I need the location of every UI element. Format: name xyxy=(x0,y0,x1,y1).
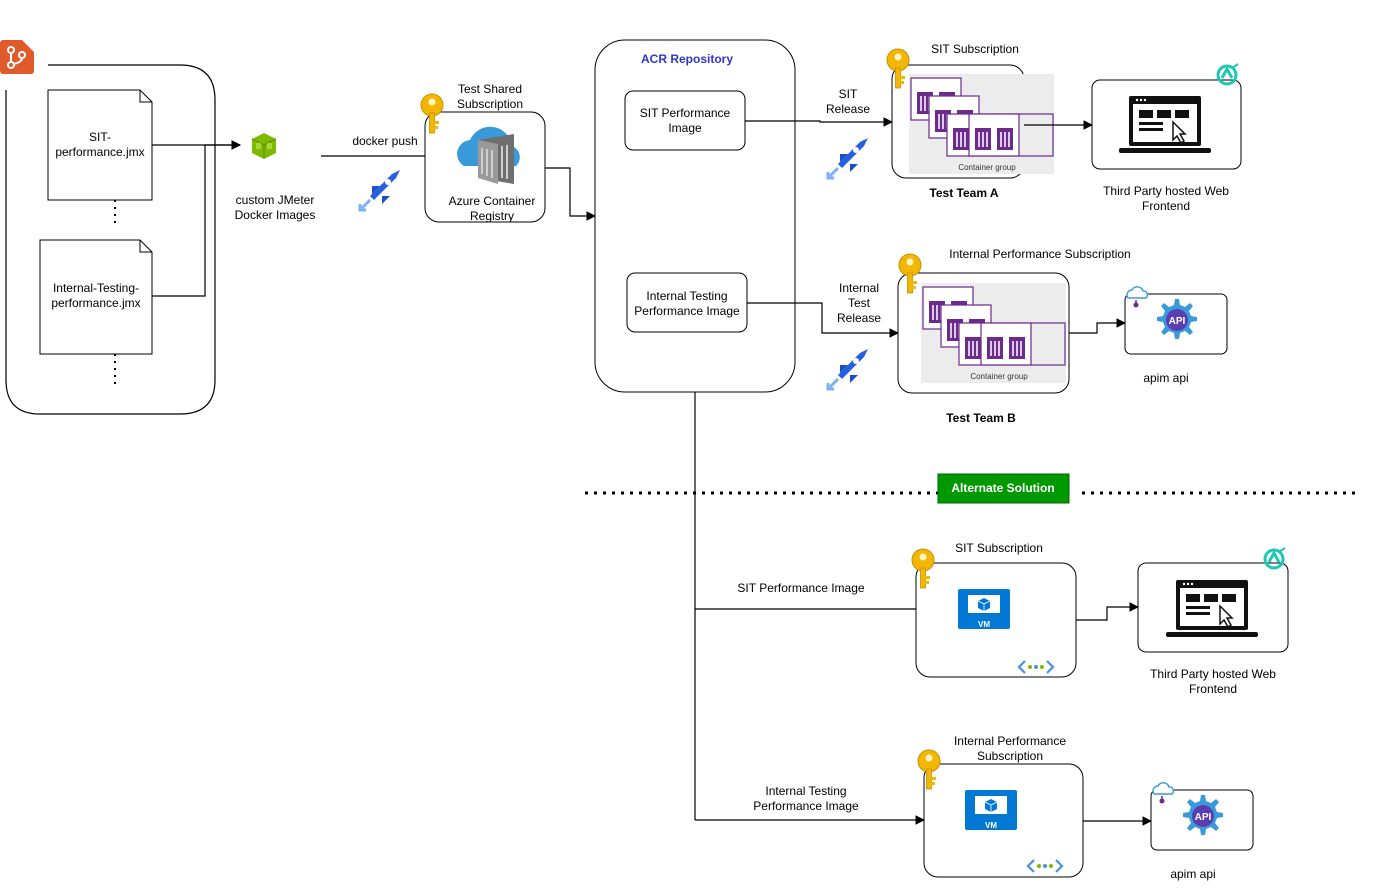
alt-sit-target-2: Frontend xyxy=(1189,682,1237,696)
azure-pipelines-icon xyxy=(358,168,402,212)
alt-sit-target-1: Third Party hosted Web xyxy=(1150,667,1276,681)
internal-release-label-2: Test xyxy=(848,296,871,310)
team-a-name: Test Team A xyxy=(929,186,998,200)
container-group-icon xyxy=(909,74,1054,174)
sit-image-label-1: SIT Performance xyxy=(640,106,731,120)
alt-internal-target: apim api xyxy=(1170,867,1215,881)
team-b-target: apim api xyxy=(1143,371,1188,385)
web-frontend-icon xyxy=(1118,95,1212,154)
edge-team-b-api xyxy=(1069,318,1126,334)
azure-pipelines-icon xyxy=(826,347,870,391)
sit-jmx-label-1: SIT- xyxy=(89,130,111,144)
edge-internal-jmx xyxy=(152,140,241,297)
team-a-target-1: Third Party hosted Web xyxy=(1103,184,1229,198)
azure-pipelines-icon xyxy=(826,136,870,180)
alt-internal-image-label-1: Internal Testing xyxy=(765,784,846,798)
team-b-container-label: Container group xyxy=(970,372,1028,381)
api-icon xyxy=(1183,795,1223,835)
team-b-subscription: Internal Performance Subscription xyxy=(949,247,1130,261)
registry-label-2: Registry xyxy=(470,209,514,223)
internal-jmx-label-2: performance.jmx xyxy=(51,296,140,310)
sit-image-label-2: Image xyxy=(668,121,702,135)
docker-images-label-2: Docker Images xyxy=(235,208,316,222)
sit-jmx-file[interactable] xyxy=(47,89,153,201)
internal-image-label-2: Performance Image xyxy=(634,304,740,318)
container-group-icon xyxy=(921,283,1066,383)
registry-subscription-1: Test Shared xyxy=(458,82,522,96)
alt-internal-subscription-2: Subscription xyxy=(977,749,1043,763)
internal-release-label-3: Release xyxy=(837,311,881,325)
git-icon xyxy=(0,39,35,75)
team-a-subscription: SIT Subscription xyxy=(931,42,1019,56)
sit-release-label-2: Release xyxy=(826,102,870,116)
team-a-target-2: Frontend xyxy=(1142,199,1190,213)
sit-release-label-1: SIT xyxy=(839,87,858,101)
sit-jmx-label-2: performance.jmx xyxy=(55,145,144,159)
alt-internal-vm-label: VM xyxy=(985,821,997,830)
internal-jmx-label-1: Internal-Testing- xyxy=(53,281,139,295)
edge-internal-release xyxy=(747,302,899,338)
registry-label-1: Azure Container xyxy=(449,194,536,208)
registry-subscription-2: Subscription xyxy=(457,97,523,111)
alt-sit-vm-label: VM xyxy=(978,620,990,629)
docker-images-label-1: custom JMeter xyxy=(236,193,315,207)
team-a-container-label: Container group xyxy=(958,163,1016,172)
alternate-solution-badge xyxy=(937,473,1070,504)
internal-jmx-file[interactable] xyxy=(39,239,153,355)
web-frontend-icon xyxy=(1165,579,1259,638)
repo-boundary xyxy=(5,64,216,415)
edge-registry-acr xyxy=(545,167,596,221)
jmeter-docker-icon xyxy=(251,132,277,160)
alt-sit-image-label: SIT Performance Image xyxy=(737,581,864,595)
alt-internal-image-label-2: Performance Image xyxy=(753,799,859,813)
alternate-solution-label: Alternate Solution xyxy=(951,481,1054,495)
alt-sit-subscription: SIT Subscription xyxy=(955,541,1043,555)
edge-alt-sit-frontend xyxy=(1076,602,1139,621)
alt-internal-subscription-1: Internal Performance xyxy=(954,734,1066,748)
edge-sit-release xyxy=(745,117,893,127)
internal-release-label-1: Internal xyxy=(839,281,879,295)
api-icon xyxy=(1157,299,1197,339)
team-b-name: Test Team B xyxy=(946,411,1016,425)
acr-title: ACR Repository xyxy=(641,52,733,66)
internal-image-label-1: Internal Testing xyxy=(646,289,727,303)
docker-push-label: docker push xyxy=(352,134,417,148)
